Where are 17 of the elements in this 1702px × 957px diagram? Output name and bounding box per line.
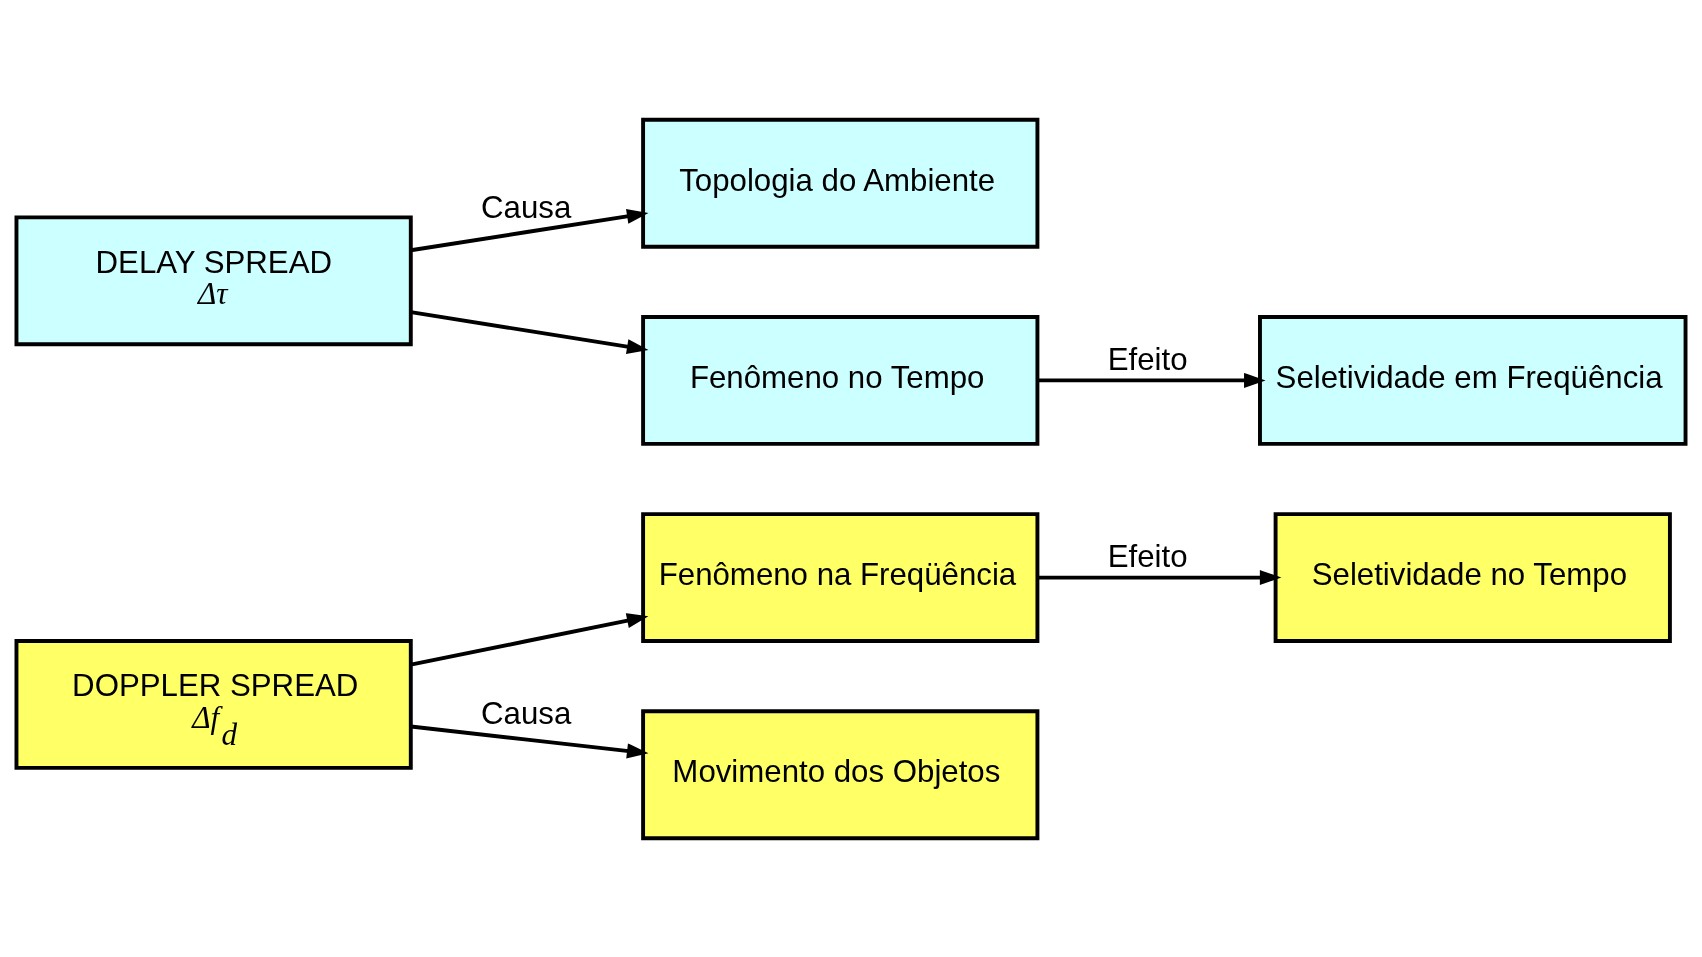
edge-label: Causa	[481, 189, 572, 225]
arrow	[1037, 372, 1266, 388]
arrow	[1037, 569, 1282, 585]
node-box: Movimento dos Objetos	[641, 708, 1040, 840]
node-box: Seletividade no Tempo	[1273, 511, 1672, 643]
arrow	[410, 612, 649, 667]
node-box: Fenômeno no Tempo	[641, 314, 1040, 446]
node-box: DELAY SPREAD Δτ	[14, 214, 413, 346]
arrow	[410, 208, 649, 252]
arrow	[410, 309, 649, 354]
edge-label: Causa	[481, 695, 572, 731]
edge-label: Efeito	[1107, 538, 1188, 574]
node-box: Seletividade em Freqüência	[1258, 314, 1688, 446]
node-box: Fenômeno na Freqüência	[641, 511, 1040, 643]
edge-label: Efeito	[1107, 341, 1188, 377]
arrow	[410, 724, 649, 758]
node-box: Topologia do Ambiente	[641, 117, 1040, 249]
